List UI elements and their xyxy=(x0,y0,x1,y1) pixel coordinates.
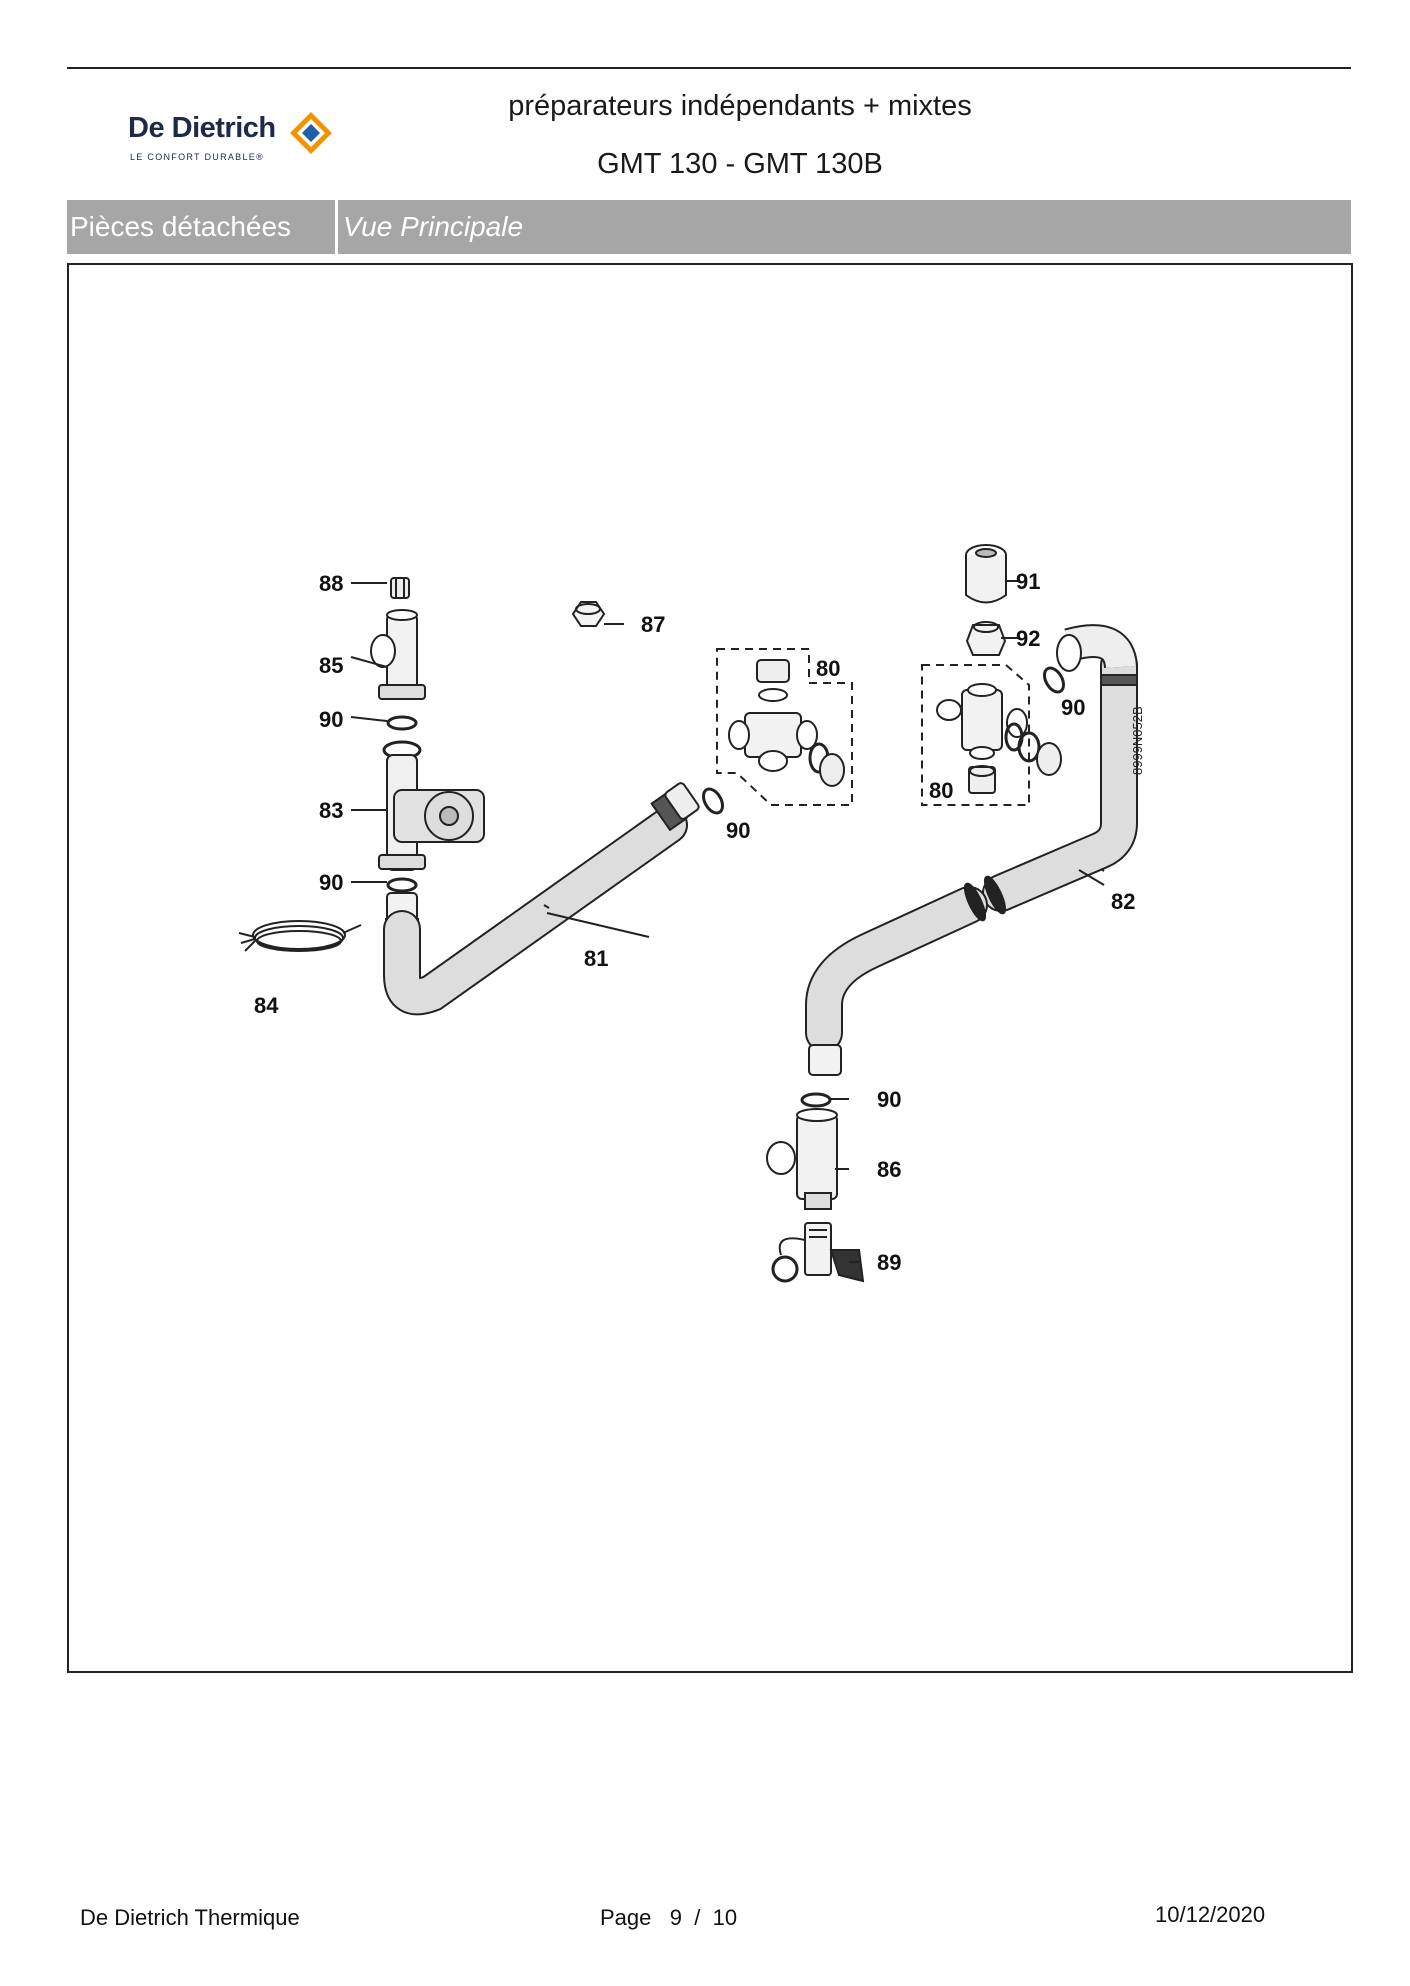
brand-logo: De Dietrich LE CONFORT DURABLE® xyxy=(128,112,358,172)
section-divider xyxy=(335,200,338,254)
leader-lines xyxy=(350,580,1105,1263)
part-label: 90 xyxy=(1061,695,1085,720)
footer-date: 10/12/2020 xyxy=(1155,1902,1266,1927)
document-model: GMT 130 - GMT 130B xyxy=(597,148,883,180)
diagram-reference-code: 8999N052B xyxy=(1130,706,1145,775)
part-label: 84 xyxy=(254,993,279,1018)
vent-cap-part xyxy=(390,577,410,599)
gasket-part xyxy=(1043,666,1065,694)
flexible-hose-part xyxy=(805,624,1138,1076)
section-category: Pièces détachées xyxy=(70,211,292,242)
part-label: 90 xyxy=(319,707,343,732)
flexible-hose-part xyxy=(383,782,700,1016)
part-label: 81 xyxy=(584,946,608,971)
footer-company: De Dietrich Thermique xyxy=(80,1905,300,1930)
part-label: 80 xyxy=(816,656,840,681)
gasket-part xyxy=(800,1092,832,1108)
gasket-part xyxy=(702,787,724,815)
exploded-parts-diagram: 88 85 90 83 90 84 81 87 80 90 91 92 80 9… xyxy=(238,544,1145,1283)
gasket-part xyxy=(386,877,418,893)
tee-fitting-part xyxy=(370,609,426,700)
page-current: 9 xyxy=(669,1905,682,1930)
pump-cable-part xyxy=(238,920,362,952)
document-title: préparateurs indépendants + mixtes xyxy=(508,90,972,122)
drain-cock-part xyxy=(771,1222,865,1283)
page-label: Page xyxy=(600,1905,652,1930)
diamond-logo-icon xyxy=(290,112,332,154)
plug-cap-part xyxy=(571,601,606,627)
part-label: 88 xyxy=(319,571,343,596)
section-view-name: Vue Principale xyxy=(343,211,524,242)
brand-tagline: LE CONFORT DURABLE® xyxy=(130,152,265,162)
page-total: 10 xyxy=(712,1905,738,1930)
part-label: 85 xyxy=(319,653,343,678)
part-label: 82 xyxy=(1111,889,1135,914)
page-separator: / xyxy=(694,1905,701,1930)
diagram-frame: 88 85 90 83 90 84 81 87 80 90 91 92 80 9… xyxy=(67,263,1353,1673)
top-rule xyxy=(67,67,1351,69)
part-label: 90 xyxy=(319,870,343,895)
part-label: 91 xyxy=(1016,569,1040,594)
automatic-air-vent-part xyxy=(965,544,1007,604)
brand-name: De Dietrich xyxy=(128,112,276,144)
safety-valve-part xyxy=(766,1108,838,1210)
cross-fitting-kit-part xyxy=(716,648,853,806)
part-label: 86 xyxy=(877,1157,901,1182)
part-label: 90 xyxy=(726,818,750,843)
part-label: 80 xyxy=(929,778,953,803)
part-label: 90 xyxy=(877,1087,901,1112)
air-vent-nut-part xyxy=(965,621,1007,656)
cross-fitting-kit-part xyxy=(921,664,1062,806)
gasket-part xyxy=(386,715,418,731)
section-bar: Pièces détachées Vue Principale xyxy=(67,200,1351,254)
part-label: 89 xyxy=(877,1250,901,1275)
footer-page-number: Page 9 / 10 xyxy=(600,1905,737,1931)
part-label: 92 xyxy=(1016,626,1040,651)
part-label: 83 xyxy=(319,798,343,823)
circulator-pump-part xyxy=(378,740,485,871)
part-label: 87 xyxy=(641,612,665,637)
